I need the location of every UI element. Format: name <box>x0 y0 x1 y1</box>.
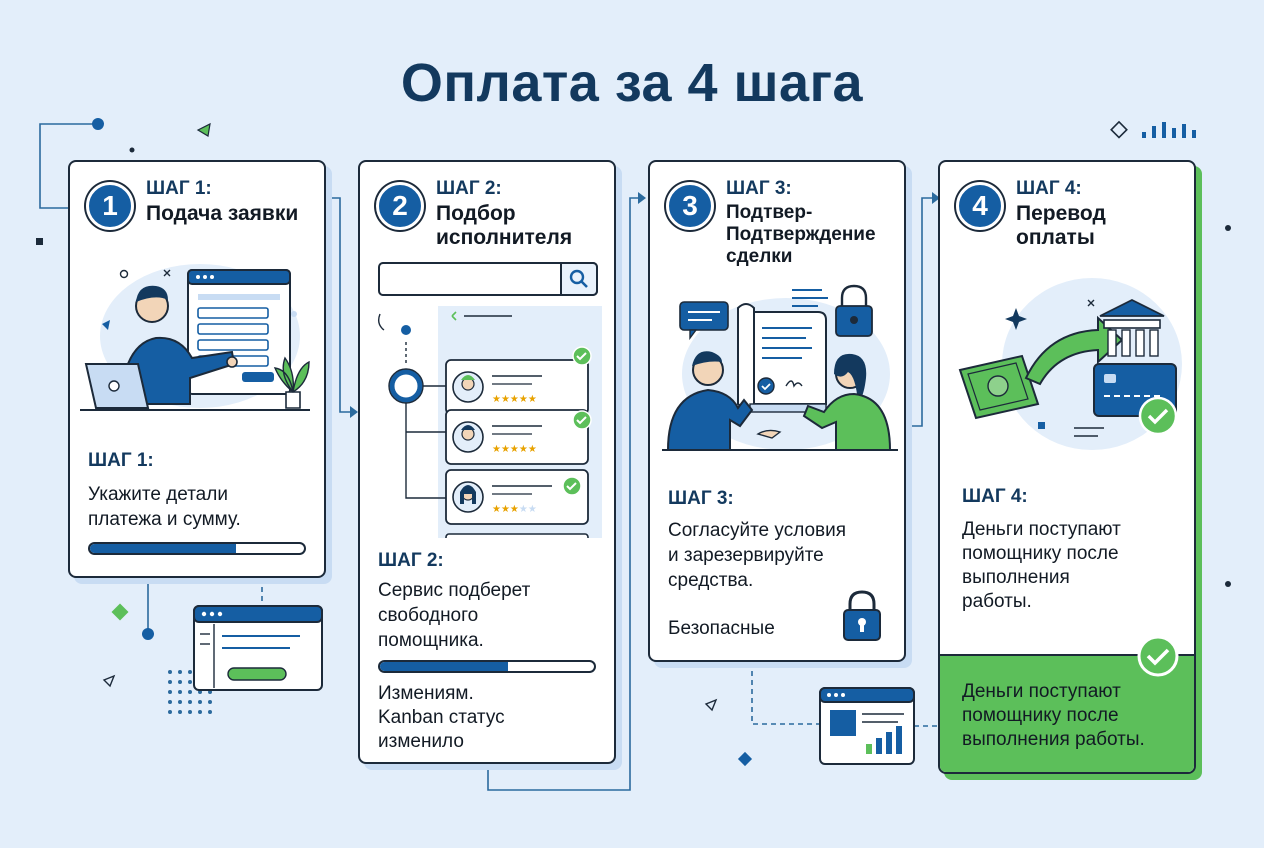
bank-icon <box>1099 298 1165 357</box>
step-number-badge: 2 <box>376 182 424 230</box>
svg-text:★★★★★: ★★★★★ <box>492 504 537 515</box>
chat-icon <box>679 301 729 341</box>
step-sub-label: ШАГ 3: <box>668 488 734 509</box>
svg-text:★★★★★: ★★★★★ <box>492 444 537 455</box>
search-icon <box>569 269 588 288</box>
person-at-form-icon <box>80 264 310 411</box>
contract-handshake-icon <box>662 284 898 451</box>
confirmation-text: Деньги поступают помощнику после выполне… <box>962 681 1145 750</box>
secure-note: Безопасные <box>668 618 775 639</box>
bar-chart-icon <box>1142 122 1196 138</box>
banknote-icon <box>958 354 1040 420</box>
candidate-card: ★★★★★ <box>445 346 592 415</box>
step-sub-label: ШАГ 2: <box>378 550 444 571</box>
browser-chart-window-icon <box>819 687 915 765</box>
step-label: ШАГ 3: <box>726 178 792 199</box>
connector-line <box>906 197 938 427</box>
diamond-icon <box>737 751 753 767</box>
step-number-badge: 1 <box>86 182 134 230</box>
candidate-card: ★★★★★ <box>445 409 592 465</box>
progress-bar <box>378 660 596 673</box>
contract-icon <box>737 303 827 413</box>
step-description: Согласуйте условия и зарезервируйте сред… <box>668 520 847 591</box>
square-icon <box>36 238 43 245</box>
step-number-badge: 3 <box>666 182 714 230</box>
step-card-2: 2 ШАГ 2: Подбор исполнителя ★★★★★ <box>358 160 616 764</box>
money-transfer-icon <box>958 278 1182 450</box>
dot-icon <box>142 628 154 640</box>
progress-fill <box>90 544 236 553</box>
candidate-list-icon: ★★★★★ ★★★★★ ★★★★★ <box>377 306 602 538</box>
diamond-icon <box>1110 120 1128 139</box>
step-sub-label: ШАГ 1: <box>88 450 154 471</box>
step-card-1: 1 ШАГ 1: Подача заявки ШАГ 1: Укажите де… <box>68 160 326 578</box>
step-description: Укажите детали платежа и сумму. <box>88 484 241 530</box>
connector-line <box>39 123 98 209</box>
connector-line <box>487 197 644 791</box>
triangle-icon <box>704 698 718 712</box>
step-title: Подбор исполнителя <box>436 202 573 249</box>
page-title: Оплата за 4 шага <box>400 53 864 113</box>
lock-icon <box>843 590 881 641</box>
browser-window-icon <box>193 605 323 691</box>
step-title: Подтвер- Подтверждение сделки <box>726 202 876 267</box>
check-icon <box>1137 635 1179 677</box>
lock-icon <box>835 284 873 337</box>
step-label: ШАГ 2: <box>436 178 502 199</box>
check-icon <box>1138 396 1178 436</box>
progress-fill <box>380 662 509 671</box>
candidate-card: ★★★★★ <box>445 469 589 525</box>
search-button[interactable] <box>560 262 598 296</box>
step-label: ШАГ 1: <box>146 178 212 199</box>
step-card-4: 4 ШАГ 4: Перевод оплаты <box>938 160 1196 774</box>
step-number-badge: 4 <box>956 182 1004 230</box>
step-card-3: 3 ШАГ 3: Подтвер- Подтверждение сделки <box>648 160 906 662</box>
triangle-icon <box>102 674 116 688</box>
connector-line <box>326 197 356 413</box>
dashed-connector <box>751 662 820 725</box>
dot-icon <box>92 118 104 130</box>
step-sub-label: ШАГ 4: <box>962 486 1028 507</box>
step-description: Деньги поступают помощнику после выполне… <box>962 519 1121 612</box>
confirmation-footer: Деньги поступают помощнику после выполне… <box>940 635 1194 772</box>
step-title: Подача заявки <box>146 202 299 225</box>
svg-text:★★★★★: ★★★★★ <box>492 394 537 405</box>
progress-bar <box>88 542 306 555</box>
step-label: ШАГ 4: <box>1016 178 1082 199</box>
status-text: Измениям. Kanban статус изменило <box>378 683 505 752</box>
step-title: Перевод оплаты <box>1016 202 1106 249</box>
diamond-icon <box>111 603 129 621</box>
step-description: Сервис подберет свободного помощника. <box>378 580 531 651</box>
triangle-icon <box>196 122 211 137</box>
